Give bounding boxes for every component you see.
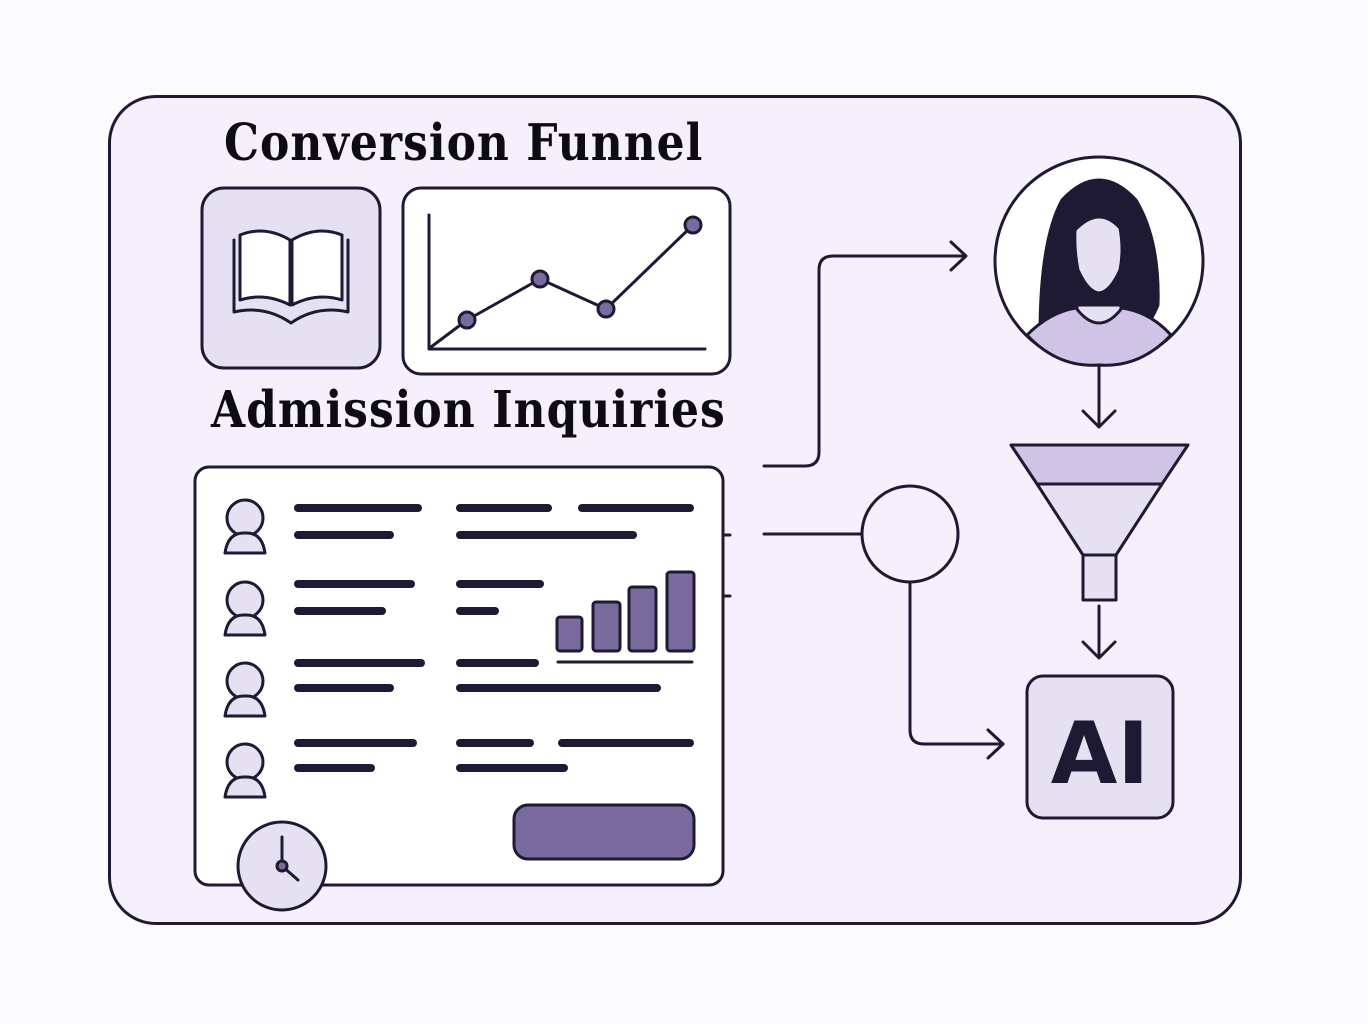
woman-avatar-icon <box>993 155 1205 367</box>
ai-label: AI <box>1051 704 1150 804</box>
junction-node <box>860 484 960 584</box>
submit-button[interactable] <box>512 803 696 861</box>
inquiry-list-panel <box>193 465 725 887</box>
funnel-icon <box>1009 443 1190 602</box>
connector-to-person <box>762 254 967 468</box>
diagram-title: Conversion Funnel <box>224 114 704 173</box>
clock-icon <box>236 820 328 912</box>
diagram-subtitle: Admission Inquiries <box>211 381 726 440</box>
ai-box <box>1025 674 1175 820</box>
bar-chart-icon <box>555 570 696 653</box>
line-chart-icon <box>401 186 732 376</box>
open-book-icon <box>200 186 382 370</box>
